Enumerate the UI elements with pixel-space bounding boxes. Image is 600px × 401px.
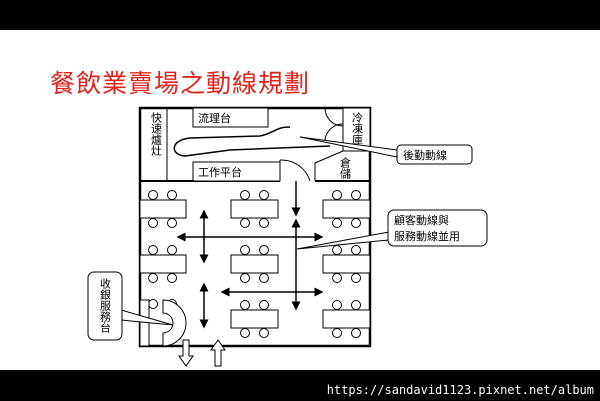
chair bbox=[351, 300, 361, 310]
chair bbox=[240, 328, 250, 338]
freezer-door-arc-2 bbox=[324, 123, 344, 141]
chair bbox=[332, 190, 342, 200]
chair bbox=[240, 245, 250, 255]
chair bbox=[240, 190, 250, 200]
dining-table bbox=[230, 199, 279, 219]
cashier-counter bbox=[162, 299, 187, 347]
dining-table bbox=[139, 254, 187, 274]
chair bbox=[240, 300, 250, 310]
chair bbox=[240, 218, 250, 228]
chair bbox=[332, 218, 342, 228]
cashier-label: 收銀服務台 bbox=[99, 277, 112, 333]
stove-label: 快速爐灶 bbox=[150, 112, 163, 157]
chair bbox=[332, 300, 342, 310]
cashier-pointer bbox=[120, 309, 174, 326]
back-flow-callout bbox=[396, 144, 473, 165]
chair bbox=[148, 245, 158, 255]
chair bbox=[351, 190, 361, 200]
watermark-url: https://sandavid1123.pixnet.net/album bbox=[326, 383, 594, 397]
shared-flow-label-1: 顧客動線與 bbox=[394, 213, 449, 227]
dining-table bbox=[230, 254, 279, 274]
dining-table bbox=[322, 254, 371, 274]
work-table-label: 工作平台 bbox=[198, 165, 242, 179]
sink-counter bbox=[192, 107, 269, 128]
dining-table bbox=[230, 309, 279, 329]
shared-flow-label-2: 服務動線並用 bbox=[394, 229, 460, 243]
chair bbox=[259, 218, 269, 228]
chair bbox=[167, 245, 177, 255]
chair bbox=[259, 190, 269, 200]
back-flow-pointer bbox=[299, 136, 398, 158]
page-title: 餐飲業賣場之動線規劃 bbox=[50, 69, 311, 98]
chair bbox=[351, 218, 361, 228]
kitchen-door-arc bbox=[279, 159, 311, 182]
chair bbox=[240, 273, 250, 283]
dining-table bbox=[322, 199, 371, 219]
chair bbox=[148, 218, 158, 228]
chair bbox=[351, 273, 361, 283]
chair bbox=[259, 300, 269, 310]
storage-label: 倉儲 bbox=[339, 156, 352, 180]
cashier-callout bbox=[87, 271, 123, 341]
chair bbox=[351, 328, 361, 338]
chair bbox=[167, 190, 177, 200]
exit-arrow-icon bbox=[178, 339, 194, 367]
sink-label: 流理台 bbox=[198, 111, 231, 125]
freezer-door-arc bbox=[324, 107, 344, 127]
shared-flow-callout bbox=[387, 209, 488, 247]
chair bbox=[332, 273, 342, 283]
freezer-label: 冷凍庫 bbox=[351, 112, 364, 146]
shared-flow-pointer bbox=[296, 231, 390, 250]
chair bbox=[259, 245, 269, 255]
chair bbox=[148, 273, 158, 283]
chair bbox=[167, 273, 177, 283]
bottom-black-bar bbox=[0, 370, 600, 401]
dining-table bbox=[322, 309, 371, 329]
back-flow-path bbox=[173, 126, 331, 157]
chair bbox=[332, 245, 342, 255]
dining-table bbox=[139, 199, 187, 219]
chair bbox=[351, 245, 361, 255]
chair bbox=[167, 218, 177, 228]
chair bbox=[332, 328, 342, 338]
back-flow-label: 後勤動線 bbox=[403, 148, 447, 162]
chair bbox=[259, 328, 269, 338]
entrance-arrow-icon bbox=[210, 339, 226, 367]
chair bbox=[148, 190, 158, 200]
storage-wall bbox=[314, 150, 344, 181]
chair bbox=[148, 299, 158, 309]
top-black-bar bbox=[0, 0, 600, 30]
chair bbox=[259, 273, 269, 283]
